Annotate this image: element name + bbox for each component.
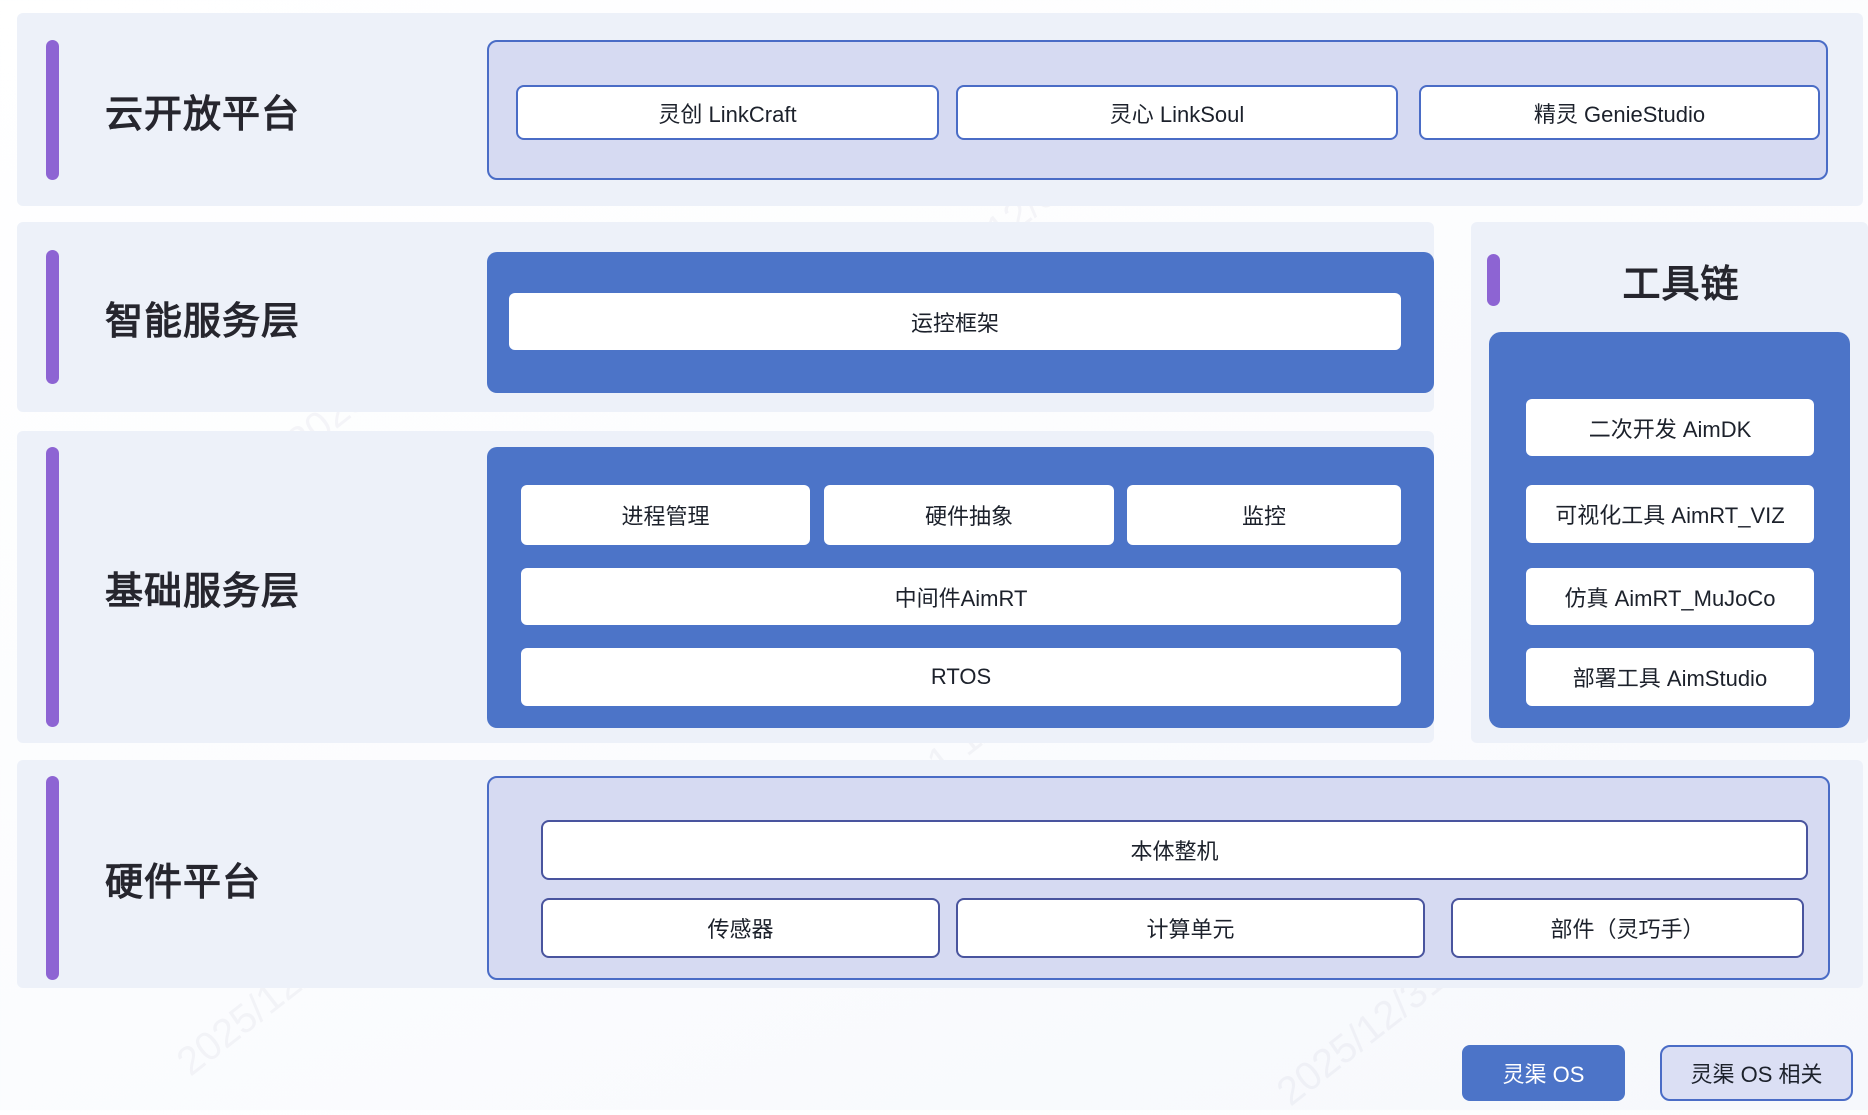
node-linkcraft: 灵创 LinkCraft <box>516 85 939 140</box>
node-hardware-abstraction: 硬件抽象 <box>824 485 1114 545</box>
legend-os-chip: 灵渠 OS <box>1462 1045 1625 1101</box>
node-robot-body: 本体整机 <box>541 820 1808 880</box>
node-aimrt-viz: 可视化工具 AimRT_VIZ <box>1526 485 1814 543</box>
toolchain-title: 工具链 <box>1622 263 1740 306</box>
legend-os-related-chip: 灵渠 OS 相关 <box>1660 1045 1853 1101</box>
node-aimdk: 二次开发 AimDK <box>1526 399 1814 456</box>
section-intelligent-layer: 智能服务层 运控框架 <box>17 222 1434 412</box>
foundation-blue-container: 进程管理 硬件抽象 监控 中间件AimRT RTOS <box>487 447 1434 728</box>
node-middleware-aimrt: 中间件AimRT <box>521 568 1401 625</box>
intelligent-blue-container: 运控框架 <box>487 252 1434 393</box>
section-foundation-layer: 基础服务层 进程管理 硬件抽象 监控 中间件AimRT RTOS <box>17 431 1434 743</box>
intelligent-layer-title: 智能服务层 <box>105 300 301 343</box>
section-cloud-platform: 云开放平台 灵创 LinkCraft 灵心 LinkSoul 精灵 GenieS… <box>17 13 1863 206</box>
cloud-nodes-container: 灵创 LinkCraft 灵心 LinkSoul 精灵 GenieStudio <box>487 40 1828 180</box>
panel-toolchain: 工具链 二次开发 AimDK 可视化工具 AimRT_VIZ 仿真 AimRT_… <box>1471 222 1868 743</box>
section-hardware-platform: 硬件平台 本体整机 传感器 计算单元 部件（灵巧手） <box>17 760 1863 988</box>
hardware-nodes-container: 本体整机 传感器 计算单元 部件（灵巧手） <box>487 776 1830 980</box>
foundation-layer-title: 基础服务层 <box>105 570 301 613</box>
node-rtos: RTOS <box>521 648 1401 706</box>
cloud-accent-bar <box>46 40 59 180</box>
toolchain-accent-bar <box>1487 254 1500 306</box>
intelligent-accent-bar <box>46 250 59 384</box>
toolchain-blue-container: 二次开发 AimDK 可视化工具 AimRT_VIZ 仿真 AimRT_MuJo… <box>1489 332 1850 728</box>
hardware-platform-title: 硬件平台 <box>105 861 262 904</box>
hardware-accent-bar <box>46 776 59 980</box>
cloud-platform-title: 云开放平台 <box>105 93 301 136</box>
node-sensors: 传感器 <box>541 898 940 958</box>
node-dexterous-hand-parts: 部件（灵巧手） <box>1451 898 1804 958</box>
node-monitoring: 监控 <box>1127 485 1401 545</box>
foundation-accent-bar <box>46 447 59 727</box>
node-aimrt-mujoco: 仿真 AimRT_MuJoCo <box>1526 568 1814 625</box>
node-compute-unit: 计算单元 <box>956 898 1425 958</box>
node-geniestudio: 精灵 GenieStudio <box>1419 85 1820 140</box>
node-motion-control-framework: 运控框架 <box>509 293 1401 350</box>
node-process-management: 进程管理 <box>521 485 810 545</box>
node-linksoul: 灵心 LinkSoul <box>956 85 1398 140</box>
node-aimstudio: 部署工具 AimStudio <box>1526 648 1814 706</box>
